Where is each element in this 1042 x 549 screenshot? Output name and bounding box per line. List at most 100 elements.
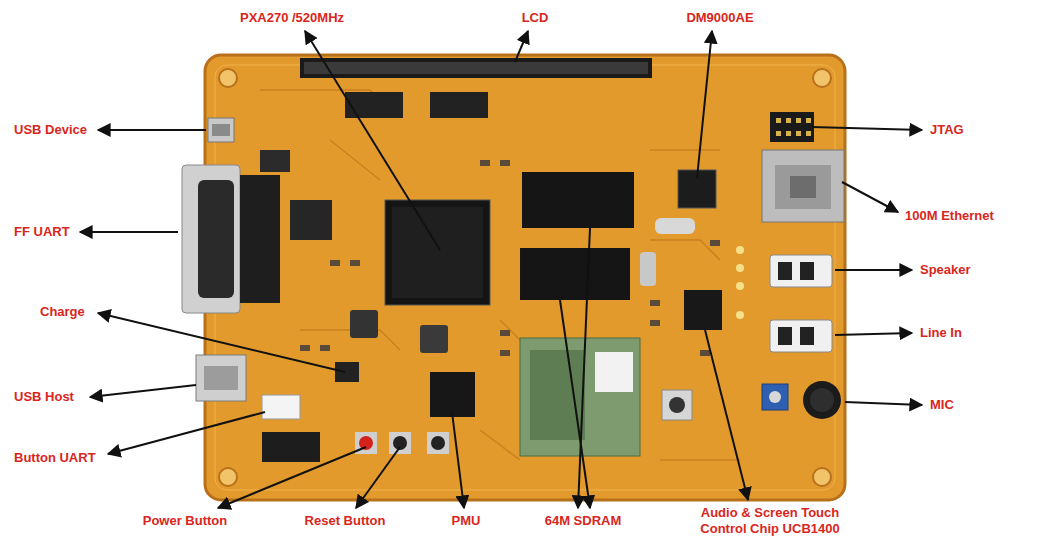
audio-jack	[778, 327, 792, 345]
passive-component	[300, 160, 720, 356]
pmu-chip	[430, 372, 475, 417]
lcd-header	[300, 58, 652, 78]
passive-component	[350, 260, 360, 266]
switch	[662, 390, 692, 420]
jtag-header	[796, 118, 801, 123]
db9-serial-connector	[182, 165, 240, 313]
passive-component	[320, 345, 330, 351]
audio-jack	[800, 262, 814, 280]
wireless-module	[595, 352, 633, 392]
audio-jack	[778, 262, 792, 280]
inductor	[350, 310, 448, 353]
ethernet-jack	[762, 150, 844, 222]
pxa270-processor	[392, 207, 483, 298]
jtag-header	[776, 131, 781, 136]
potentiometer	[762, 384, 788, 410]
sdram-chip	[522, 172, 634, 228]
pmu-chip	[430, 372, 475, 417]
jtag-header	[770, 112, 814, 142]
jtag-header	[770, 112, 814, 142]
mounting-hole	[813, 69, 831, 87]
lcd-header	[300, 58, 652, 78]
led	[736, 246, 744, 254]
led	[736, 264, 744, 272]
leader-arrow	[845, 402, 922, 405]
leader-arrow	[80, 231, 178, 233]
leader-arrow	[697, 31, 712, 178]
callout-label: Reset Button	[305, 513, 386, 529]
leader-arrow	[515, 31, 528, 62]
leader-arrow	[98, 129, 206, 131]
pcb-trace	[650, 240, 720, 260]
usb-host-connector	[196, 355, 246, 401]
pcb-trace	[330, 140, 380, 180]
audio-jack	[770, 320, 832, 352]
leader-arrow	[560, 300, 590, 508]
leader-arrow	[356, 447, 400, 508]
callout-label: Power Button	[143, 513, 228, 529]
jtag-header	[806, 131, 811, 136]
callout-label: MIC	[930, 397, 954, 413]
ethernet-jack	[790, 176, 816, 198]
mounting-hole	[219, 468, 237, 486]
switch	[669, 397, 685, 413]
leader-arrow	[108, 412, 265, 454]
leader-arrow	[98, 313, 345, 372]
crystal	[655, 218, 695, 234]
leader-arrow	[842, 182, 898, 212]
passive-component	[500, 350, 510, 356]
led	[736, 246, 744, 319]
callout-label: LCD	[522, 10, 549, 26]
jtag-header	[786, 118, 791, 123]
mounting-hole	[219, 69, 831, 486]
sdram-chip	[520, 172, 634, 300]
inductor	[420, 325, 448, 353]
potentiometer	[762, 384, 788, 410]
leader-arrow	[305, 31, 440, 250]
leader-arrow	[835, 333, 912, 335]
buffer-chip	[345, 92, 403, 118]
passive-component	[330, 260, 340, 266]
jtag-header	[796, 131, 801, 136]
callout-label: USB Host	[14, 389, 74, 405]
leader-arrow	[90, 385, 196, 397]
callout-label: Charge	[40, 304, 85, 320]
pxa270-processor	[385, 200, 490, 305]
passive-component	[710, 240, 720, 246]
push-button	[431, 436, 445, 450]
usb-host-connector	[196, 355, 246, 401]
leader-arrow	[705, 330, 748, 500]
dip-chip	[262, 432, 320, 462]
callout-label: FF UART	[14, 224, 70, 240]
uart-connector	[262, 395, 300, 419]
callout-label: PXA270 /520MHz	[240, 10, 344, 26]
potentiometer	[769, 391, 781, 403]
pcb-board	[205, 55, 845, 500]
passive-component	[650, 320, 660, 326]
ucb1400-chip	[684, 290, 722, 330]
microphone	[803, 381, 841, 419]
leader-arrow	[80, 31, 922, 508]
regulator	[260, 150, 290, 172]
pcb-board	[215, 65, 835, 490]
crystal	[640, 252, 656, 286]
jtag-header	[786, 131, 791, 136]
usb-host-connector	[204, 366, 238, 390]
mounting-hole	[813, 468, 831, 486]
jtag-header	[776, 118, 781, 123]
buffer-chip	[345, 92, 488, 118]
uart-connector	[262, 395, 300, 419]
led	[736, 282, 744, 290]
push-button	[355, 432, 449, 454]
buffer-chip	[430, 92, 488, 118]
usb-device-connector	[208, 118, 234, 142]
callout-label: Line In	[920, 325, 962, 341]
usb-device-connector	[208, 118, 234, 142]
audio-jack	[770, 255, 832, 352]
callout-label: DM9000AE	[686, 10, 753, 26]
sdram-chip	[520, 248, 630, 300]
callout-label: 100M Ethernet	[905, 208, 994, 224]
switch	[662, 390, 692, 420]
